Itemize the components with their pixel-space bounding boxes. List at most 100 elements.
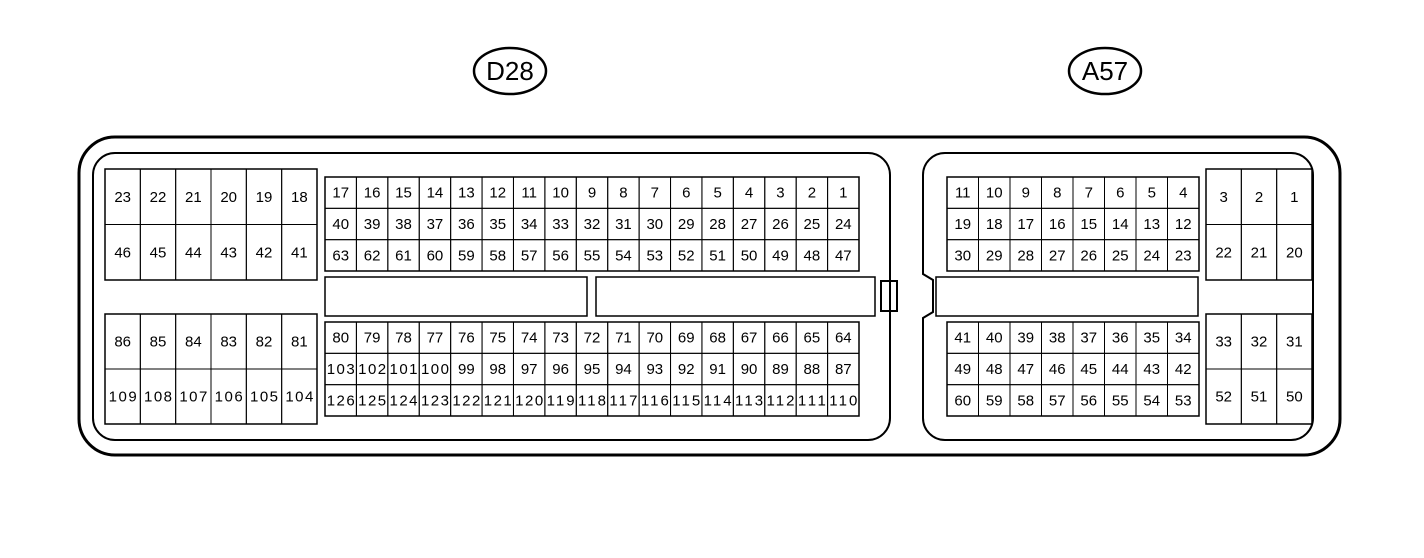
connector-housing xyxy=(77,135,1342,457)
d28-pin-number: 66 xyxy=(772,330,789,347)
a57-pin-number: 35 xyxy=(1143,330,1160,347)
d28-pin-number: 72 xyxy=(584,330,601,347)
d28-pin-number: 98 xyxy=(489,361,506,378)
d28-pin-number: 23 xyxy=(114,189,131,206)
d28-pin-number: 39 xyxy=(364,216,381,233)
d28-pin-number: 6 xyxy=(682,185,690,202)
d28-pin-number: 20 xyxy=(220,189,237,206)
a57-pin-number: 12 xyxy=(1175,216,1192,233)
d28-pin-number: 14 xyxy=(427,185,444,202)
d28-pin-number: 120 xyxy=(515,392,543,409)
d28-pin-number: 68 xyxy=(709,330,726,347)
a57-pin-number: 19 xyxy=(954,216,971,233)
d28-pin-number: 65 xyxy=(804,330,821,347)
d28-pin-number: 91 xyxy=(709,361,726,378)
d28-pin-number: 15 xyxy=(395,185,412,202)
a57-label: A57 xyxy=(1082,56,1128,86)
a57-label-ellipse xyxy=(1067,46,1143,96)
d28-pin-number: 121 xyxy=(484,392,512,409)
d28-pin-number: 19 xyxy=(256,189,273,206)
d28-pin-number: 86 xyxy=(114,334,131,351)
a57-pin-number: 17 xyxy=(1017,216,1034,233)
a57-pin-number: 56 xyxy=(1080,392,1097,409)
d28-pin-number: 42 xyxy=(256,244,273,261)
d28-pin-number: 37 xyxy=(427,216,444,233)
d28-pin-number: 29 xyxy=(678,216,695,233)
a57-pin-number: 54 xyxy=(1143,392,1160,409)
d28-pin-number: 107 xyxy=(179,389,207,406)
d28-pin-number: 122 xyxy=(452,392,480,409)
a57-guide-bar xyxy=(935,276,1199,317)
d28-pin-number: 54 xyxy=(615,247,632,264)
d28-pin-number: 97 xyxy=(521,361,538,378)
d28-pin-number: 76 xyxy=(458,330,475,347)
d28-pin-number: 116 xyxy=(641,392,669,409)
a57-pin-cell xyxy=(1167,384,1200,417)
d28-pin-number: 71 xyxy=(615,330,632,347)
d28-pin-number: 106 xyxy=(215,389,243,406)
d28-pin-number: 61 xyxy=(395,247,412,264)
a57-pin-number: 29 xyxy=(986,247,1003,264)
d28-pin-number: 90 xyxy=(741,361,758,378)
a57-pin-number: 39 xyxy=(1017,330,1034,347)
d28-pin-number: 45 xyxy=(150,244,167,261)
d28-pin-number: 93 xyxy=(646,361,663,378)
d28-pin-number: 18 xyxy=(291,189,308,206)
a57-pin-number: 16 xyxy=(1049,216,1066,233)
a57-pin-number: 52 xyxy=(1215,389,1232,406)
d28-pin-number: 85 xyxy=(150,334,167,351)
a57-pin-number: 24 xyxy=(1143,247,1160,264)
d28-pin-number: 69 xyxy=(678,330,695,347)
a57-pin-number: 43 xyxy=(1143,361,1160,378)
a57-pin-number: 8 xyxy=(1053,185,1061,202)
d28-pin-number: 9 xyxy=(588,185,596,202)
d28-pin-number: 34 xyxy=(521,216,538,233)
a57-pin-number: 45 xyxy=(1080,361,1097,378)
d28-pin-number: 3 xyxy=(776,185,784,202)
a57-pin-number: 46 xyxy=(1049,361,1066,378)
d28-pin-number: 7 xyxy=(651,185,659,202)
d28-pin-number: 62 xyxy=(364,247,381,264)
d28-pin-number: 25 xyxy=(804,216,821,233)
d28-pin-number: 92 xyxy=(678,361,695,378)
d28-pin-number: 52 xyxy=(678,247,695,264)
d28-inner-body xyxy=(92,152,891,441)
d28-pin-number: 46 xyxy=(114,244,131,261)
a57-pin-number: 13 xyxy=(1143,216,1160,233)
d28-guide-bar-right xyxy=(595,276,876,317)
d28-pin-number: 126 xyxy=(327,392,355,409)
a57-pin-number: 28 xyxy=(1017,247,1034,264)
a57-pin-number: 44 xyxy=(1112,361,1129,378)
a57-pin-number: 41 xyxy=(954,330,971,347)
d28-pin-number: 102 xyxy=(358,361,386,378)
a57-pin-number: 26 xyxy=(1080,247,1097,264)
a57-pin-number: 49 xyxy=(954,361,971,378)
d28-pin-number: 40 xyxy=(332,216,349,233)
a57-pin-number: 3 xyxy=(1219,189,1227,206)
d28-pin-number: 48 xyxy=(804,247,821,264)
d28-pin-number: 64 xyxy=(835,330,852,347)
d28-pin-number: 55 xyxy=(584,247,601,264)
a57-pin-number: 38 xyxy=(1049,330,1066,347)
d28-pin-number: 124 xyxy=(390,392,418,409)
d28-pin-number: 125 xyxy=(358,392,386,409)
a57-pin-number: 58 xyxy=(1017,392,1034,409)
d28-pin-number: 104 xyxy=(285,389,313,406)
a57-pin-number: 55 xyxy=(1112,392,1129,409)
d28-pin-number: 8 xyxy=(619,185,627,202)
d28-pin-number: 53 xyxy=(646,247,663,264)
d28-pin-number: 60 xyxy=(427,247,444,264)
a57-pin-number: 51 xyxy=(1251,389,1268,406)
d28-pin-number: 27 xyxy=(741,216,758,233)
d28-pin-number: 113 xyxy=(735,392,763,409)
d28-pin-number: 83 xyxy=(220,334,237,351)
d28-pin-number: 79 xyxy=(364,330,381,347)
d28-pin-number: 41 xyxy=(291,244,308,261)
a57-pin-number: 60 xyxy=(954,392,971,409)
a57-pin-number: 10 xyxy=(986,185,1003,202)
a57-pin-number: 21 xyxy=(1251,244,1268,261)
d28-pin-number: 28 xyxy=(709,216,726,233)
d28-pin-number: 114 xyxy=(704,392,732,409)
d28-pin-number: 67 xyxy=(741,330,758,347)
d28-pin-number: 119 xyxy=(547,392,575,409)
